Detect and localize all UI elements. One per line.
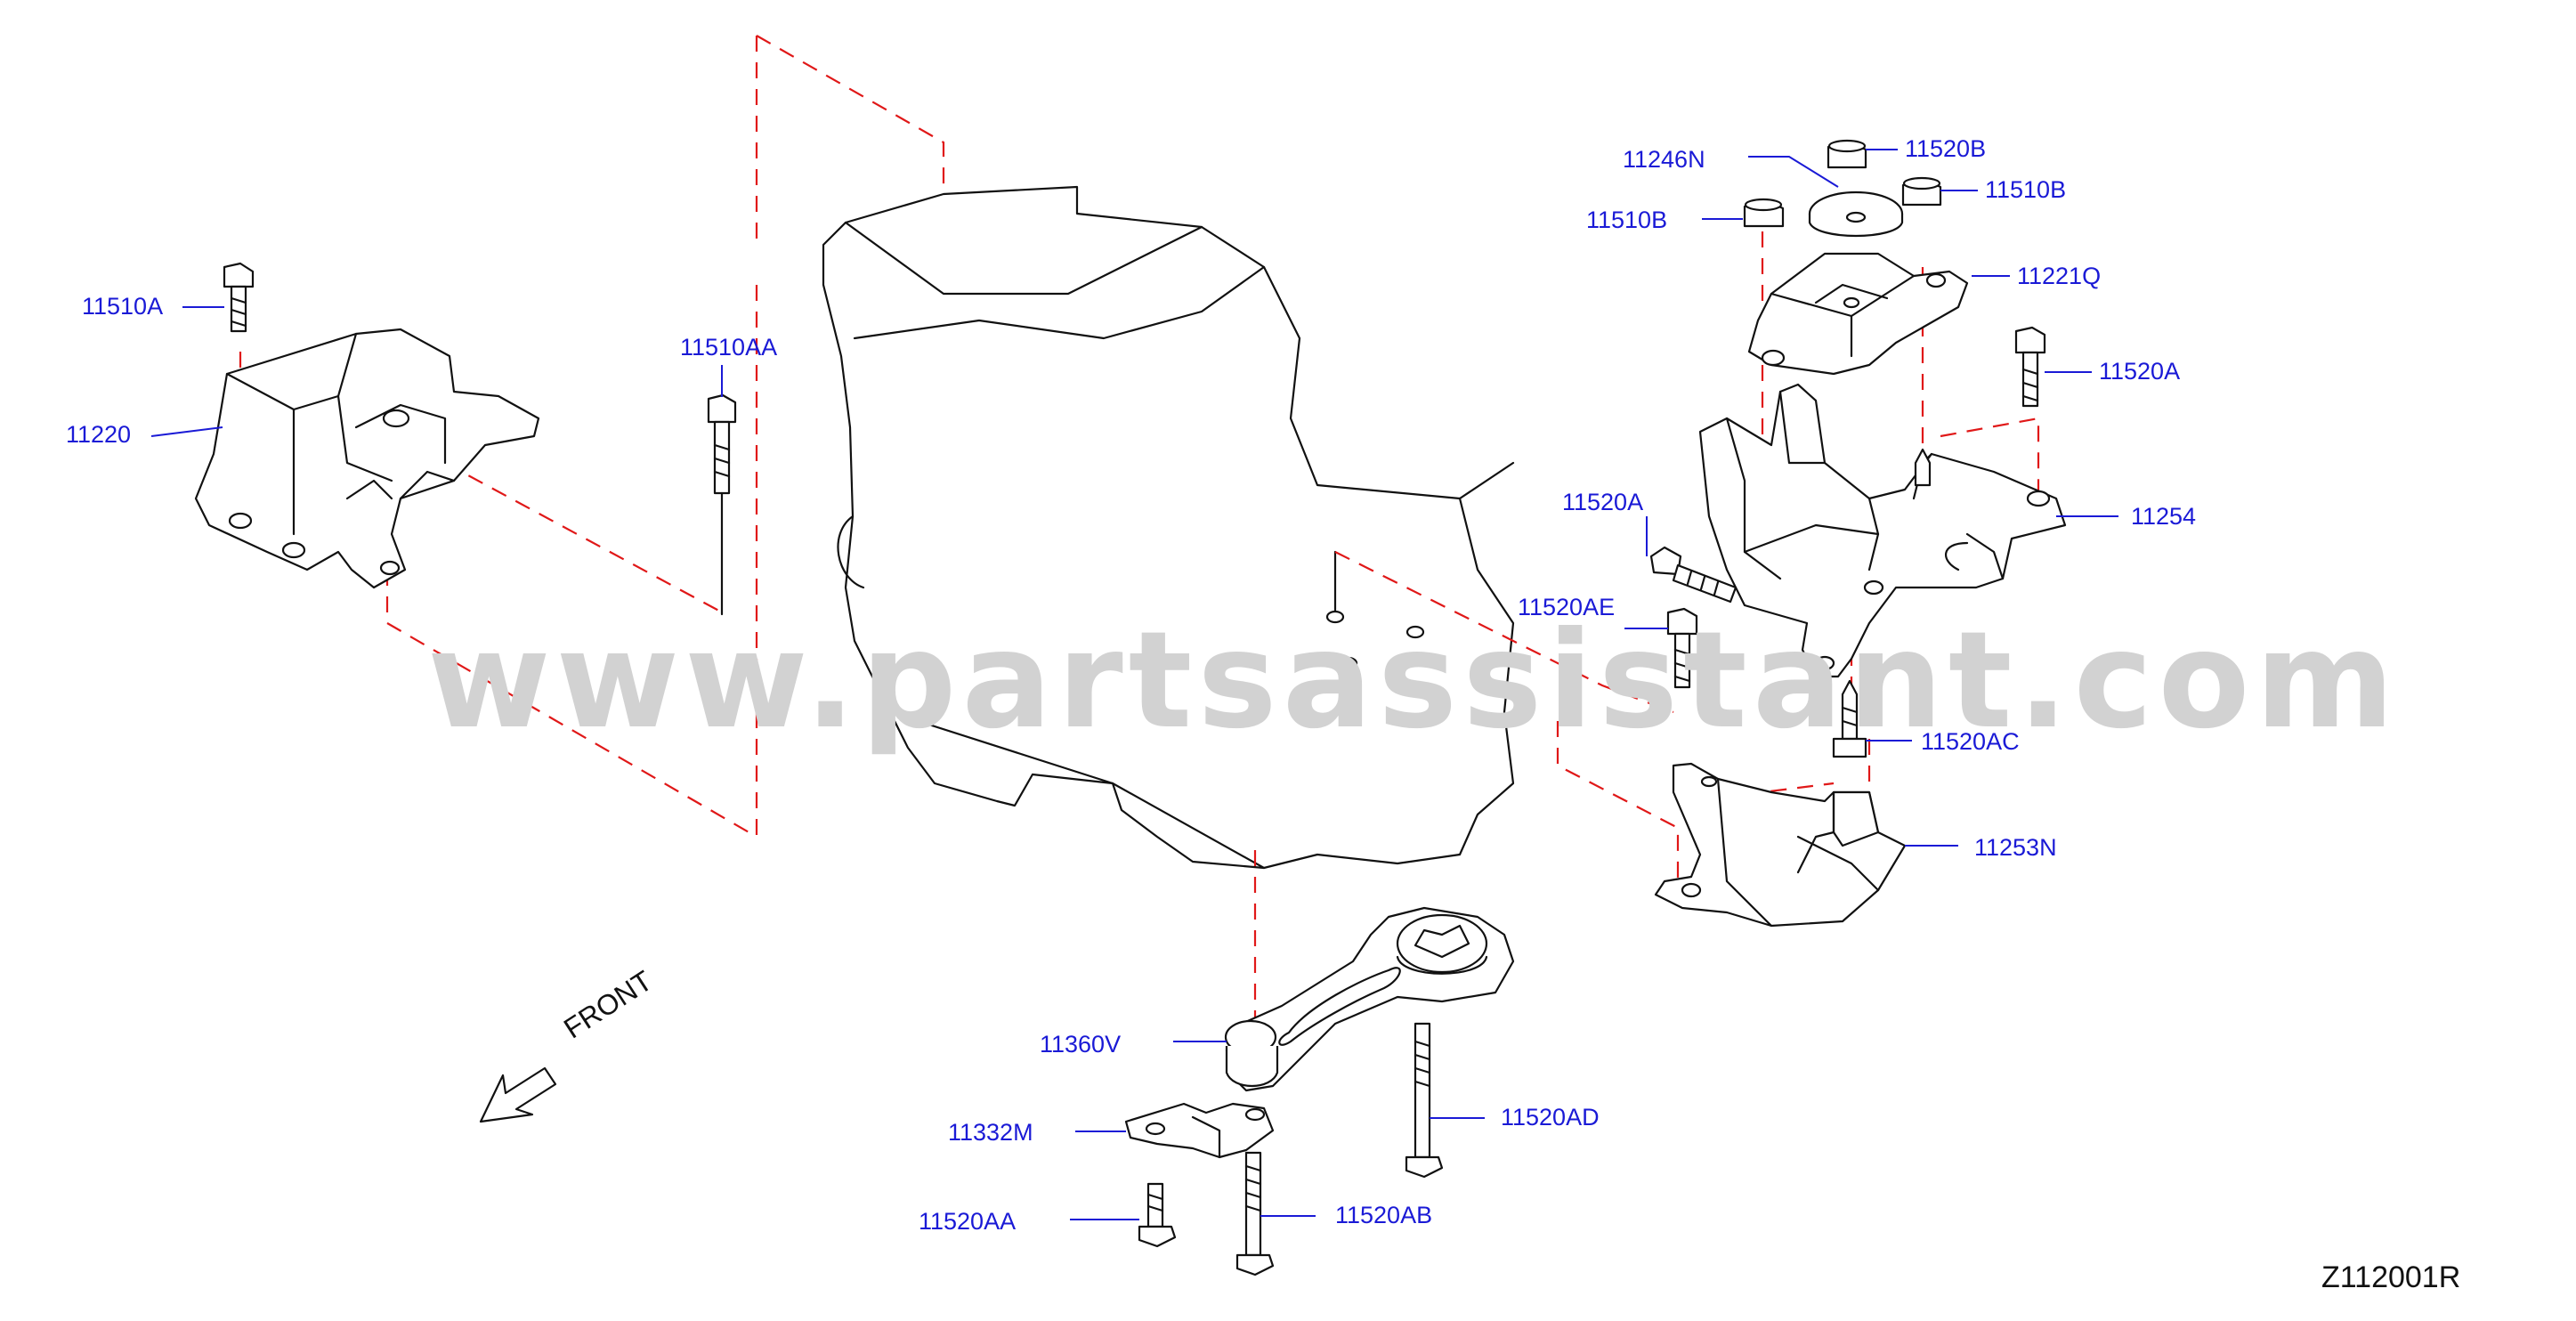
leader-lines bbox=[150, 149, 2118, 1220]
callout-11520aa[interactable]: 11520AA bbox=[919, 1208, 1017, 1235]
nut-11510b-right bbox=[1901, 176, 1942, 207]
left-engine-mount bbox=[194, 328, 540, 589]
callout-11510b-left[interactable]: 11510B bbox=[1586, 207, 1668, 233]
bolt-11520a-top bbox=[2014, 326, 2046, 408]
callout-11360v[interactable]: 11360V bbox=[1040, 1031, 1122, 1058]
engine-outline bbox=[822, 185, 1515, 870]
callout-11510b-right[interactable]: 11510B bbox=[1985, 176, 2067, 203]
watermark: www.partsassistant.com bbox=[427, 604, 2400, 758]
stud-11520ac bbox=[1832, 679, 1867, 758]
callout-11520ae[interactable]: 11520AE bbox=[1518, 594, 1616, 620]
bolt-11510a bbox=[223, 262, 255, 333]
callout-11520a-mid[interactable]: 11520A bbox=[1562, 489, 1644, 515]
callout-11246n[interactable]: 11246N bbox=[1623, 146, 1705, 173]
callout-11510a[interactable]: 11510A bbox=[82, 293, 164, 320]
front-arrow-icon bbox=[479, 1066, 557, 1123]
insulator-11246n bbox=[1808, 190, 1904, 238]
bracket-11221q bbox=[1747, 252, 1969, 376]
bracket-11253n bbox=[1654, 762, 1907, 928]
bolt-11520ab bbox=[1235, 1151, 1275, 1276]
callout-11510aa[interactable]: 11510AA bbox=[680, 334, 778, 361]
callout-11520ad[interactable]: 11520AD bbox=[1501, 1104, 1600, 1131]
bolt-11520aa bbox=[1138, 1182, 1177, 1248]
bolt-11520ae bbox=[1666, 607, 1698, 689]
callout-11332m[interactable]: 11332M bbox=[948, 1119, 1033, 1146]
bracket-11254 bbox=[1698, 383, 2067, 678]
callout-11220[interactable]: 11220 bbox=[66, 421, 132, 448]
nut-11510b-left bbox=[1743, 198, 1785, 228]
callout-11520b[interactable]: 11520B bbox=[1905, 135, 1987, 162]
bolt-11520ad bbox=[1405, 1022, 1444, 1179]
bolt-11520a-mid bbox=[1649, 546, 1738, 604]
callout-11520ab[interactable]: 11520AB bbox=[1335, 1202, 1433, 1228]
callout-11520a-top[interactable]: 11520A bbox=[2099, 358, 2181, 385]
callout-11520ac[interactable]: 11520AC bbox=[1921, 728, 2020, 755]
bolt-11510aa bbox=[707, 393, 737, 616]
callout-11254[interactable]: 11254 bbox=[2131, 503, 2197, 530]
torque-rod-11360v bbox=[1224, 906, 1515, 1092]
diagram-code: Z112001R bbox=[2321, 1260, 2461, 1294]
nut-11520b bbox=[1827, 139, 1867, 169]
bracket-11332m bbox=[1124, 1102, 1275, 1159]
callout-11221q[interactable]: 11221Q bbox=[2017, 263, 2102, 289]
callout-11253n[interactable]: 11253N bbox=[1974, 834, 2057, 861]
